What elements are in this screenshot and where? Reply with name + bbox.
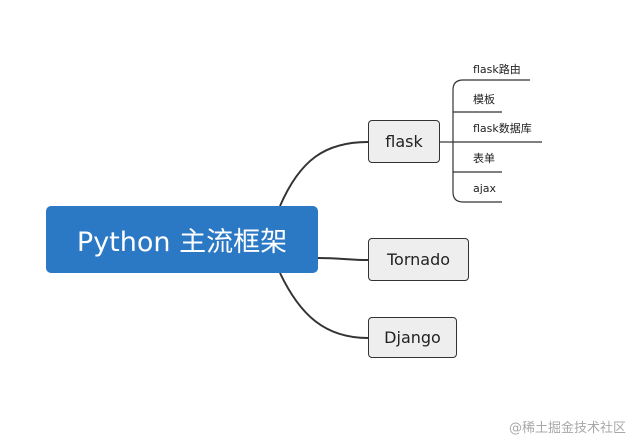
connector-root-tornado xyxy=(317,257,369,261)
connector-root-flask xyxy=(279,141,369,207)
root-node[interactable]: Python 主流框架 xyxy=(46,206,318,273)
watermark: @稀土掘金技术社区 xyxy=(508,421,626,436)
node-django[interactable]: Django xyxy=(368,317,457,358)
node-flask[interactable]: flask xyxy=(368,120,440,163)
root-node-label: Python 主流框架 xyxy=(76,227,288,258)
node-flask-label: flask xyxy=(385,132,423,151)
node-tornado[interactable]: Tornado xyxy=(368,238,469,281)
leaf-ajax[interactable]: ajax xyxy=(473,182,497,195)
node-tornado-label: Tornado xyxy=(386,250,451,269)
leaf-flask-database[interactable]: flask数据库 xyxy=(473,122,532,135)
node-django-label: Django xyxy=(384,328,441,347)
connector-leaf-4 xyxy=(452,142,464,203)
connector-leaf-0 xyxy=(452,79,464,142)
leaf-flask-routing[interactable]: flask路由 xyxy=(473,63,521,76)
leaf-forms[interactable]: 表单 xyxy=(473,152,495,165)
leaf-templates[interactable]: 模板 xyxy=(473,93,495,106)
connector-root-django xyxy=(279,272,369,339)
